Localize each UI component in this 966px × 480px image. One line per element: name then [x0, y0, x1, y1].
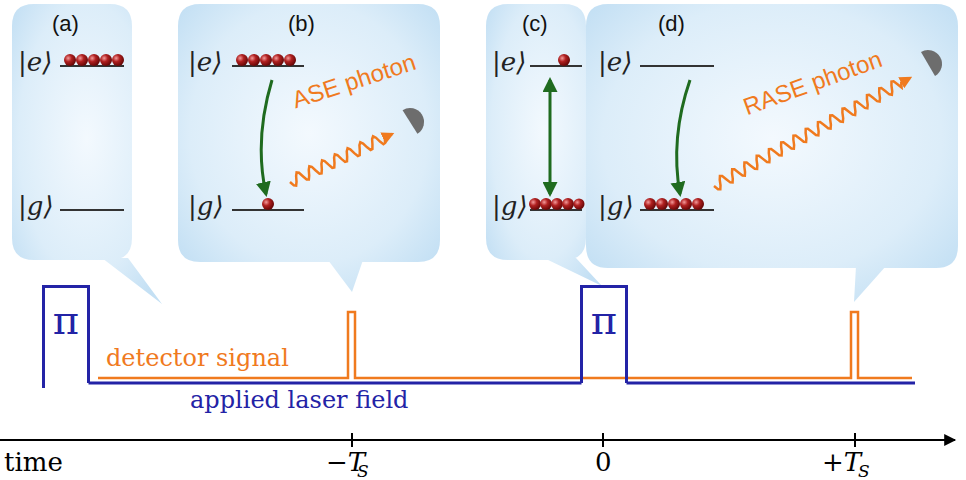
text-holder: |e⟩ [188, 48, 222, 77]
text-holder: |g⟩ [598, 192, 634, 221]
text-holder: |e⟩ [598, 48, 632, 77]
state-label: |e⟩ [18, 48, 52, 77]
bubble-outline [586, 4, 958, 318]
panel-letter: (a) [52, 12, 79, 36]
pi-pulse-box: π [580, 285, 628, 383]
state-label: |g⟩ [492, 192, 528, 221]
photon-label: ASE photon [289, 49, 419, 114]
detector-trace [98, 312, 912, 378]
text-holder: RASE photon [740, 46, 886, 121]
pi-symbol: π [53, 298, 79, 342]
bubble-shape [586, 4, 958, 302]
speech-bubble: (a)|e⟩ |g⟩ [12, 4, 132, 260]
speech-bubble: (c) |e⟩ |g⟩ [486, 4, 586, 260]
state-label: |g⟩ [598, 192, 634, 221]
bubble-shape [12, 4, 162, 304]
state-label: |g⟩ [188, 192, 224, 221]
speech-bubble: (b) |e⟩ |g⟩ ASE photon [178, 4, 440, 262]
state-label: |g⟩ [18, 192, 54, 221]
speech-bubble: (d) |e⟩ |g⟩ RASE photon [586, 4, 958, 268]
text-holder: |e⟩ [492, 48, 526, 77]
label-holder: S [357, 462, 369, 480]
pi-pulse-box: π [42, 285, 90, 383]
tick-label: +T [822, 448, 861, 477]
signal-label: detector signal [106, 345, 289, 371]
text-holder: (b) [288, 12, 315, 36]
axis-label: time [4, 448, 63, 477]
panel-letter: (d) [658, 12, 685, 36]
label-holder: S [858, 462, 870, 480]
label-holder: applied laser field [190, 387, 408, 413]
bubble-shape [486, 4, 602, 286]
text-holder: (c) [522, 12, 548, 36]
text-holder: |e⟩ [18, 48, 52, 77]
label-holder: 0 [595, 448, 612, 477]
state-label: |e⟩ [188, 48, 222, 77]
panel-letter: (c) [522, 12, 548, 36]
text-holder: (d) [658, 12, 685, 36]
text-holder: |g⟩ [18, 192, 54, 221]
pi-symbol: π [591, 298, 617, 342]
text-holder: ASE photon [289, 49, 419, 114]
label-holder: +T [822, 448, 861, 477]
tick-label: 0 [595, 448, 612, 477]
signal-label: applied laser field [190, 387, 408, 413]
state-label: |e⟩ [492, 48, 526, 77]
text-holder: |g⟩ [188, 192, 224, 221]
time-axis [0, 433, 955, 447]
laser-trace [44, 380, 916, 388]
label-holder: detector signal [106, 345, 289, 371]
text-holder: |g⟩ [492, 192, 528, 221]
bubble-shape [178, 4, 440, 292]
subscript: S [357, 462, 369, 480]
text-holder: (a) [52, 12, 79, 36]
label-holder: time [4, 448, 63, 477]
photon-label: RASE photon [740, 46, 886, 121]
panel-letter: (b) [288, 12, 315, 36]
state-label: |e⟩ [598, 48, 632, 77]
subscript: S [858, 462, 870, 480]
